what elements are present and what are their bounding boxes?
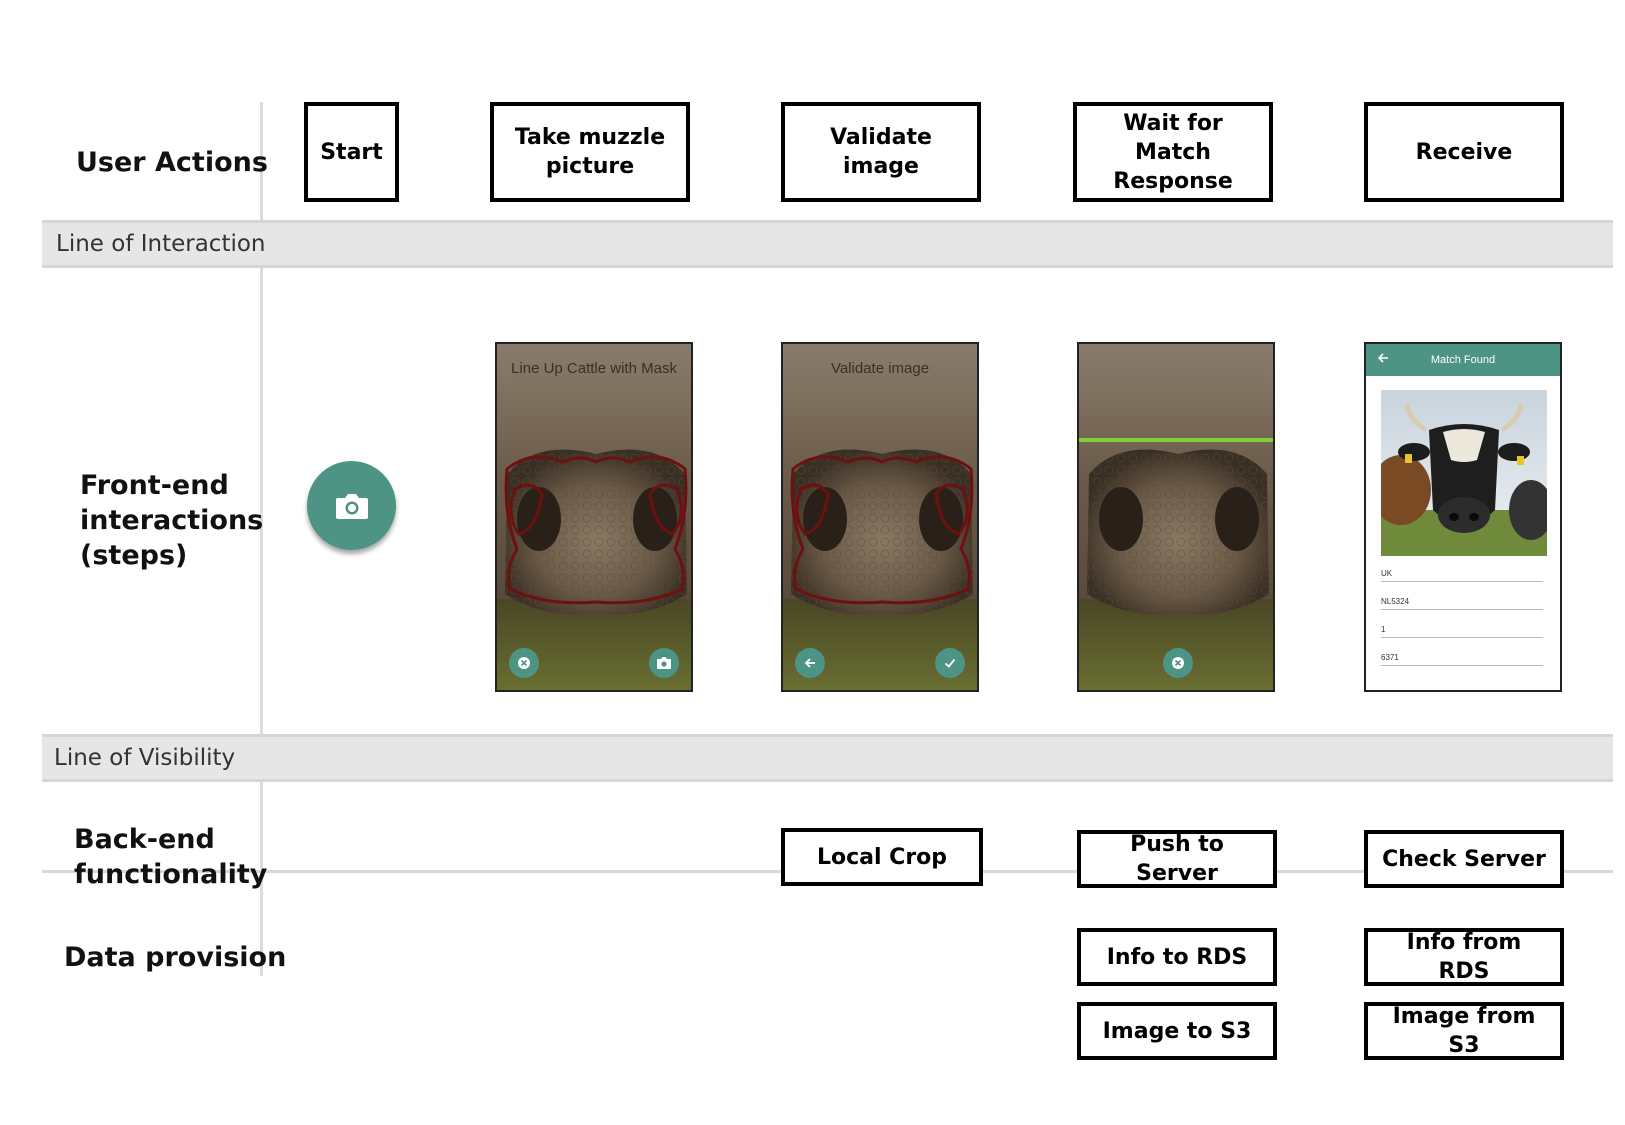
camera-icon [657, 657, 671, 669]
line-of-visibility-label: Line of Visibility [54, 745, 236, 771]
info-from-rds-box: Info from RDS [1364, 928, 1564, 986]
push-to-server-box: Push to Server [1077, 830, 1277, 888]
app-bar: Match Found [1366, 344, 1560, 376]
phone-title: Line Up Cattle with Mask [511, 360, 677, 377]
backend-label-line: Back-end [74, 824, 215, 855]
line-of-interaction-label: Line of Interaction [56, 231, 266, 257]
match-field: UK [1381, 569, 1543, 582]
match-field: NL5324 [1381, 597, 1543, 610]
column-divider [260, 780, 263, 874]
image-from-s3-box: Image from S3 [1364, 1002, 1564, 1060]
match-title: Match Found [1430, 354, 1496, 366]
camera-button[interactable] [307, 461, 396, 550]
column-divider [260, 876, 263, 976]
frontend-label-line: Front-end [80, 470, 229, 501]
info-to-rds-box: Info to RDS [1077, 928, 1277, 986]
cow-photo [1381, 390, 1547, 556]
capture-button[interactable] [649, 648, 679, 678]
confirm-button[interactable] [935, 648, 965, 678]
arrow-left-icon[interactable] [1376, 351, 1390, 365]
close-icon [518, 657, 530, 669]
muzzle-photo [783, 344, 977, 690]
cancel-button[interactable] [509, 648, 539, 678]
receive-box: Receive [1364, 102, 1564, 202]
local-crop-box: Local Crop [781, 828, 983, 886]
cancel-button[interactable] [1163, 648, 1193, 678]
image-to-s3-box: Image to S3 [1077, 1002, 1277, 1060]
column-divider [260, 102, 263, 222]
box-line: Wait for Match [1123, 110, 1223, 165]
phone-screen-match: Match Found UK NL5324 1 6371 [1364, 342, 1562, 692]
box-line: picture [545, 154, 635, 179]
match-field: 1 [1381, 625, 1543, 638]
take-picture-box: Take muzzle picture [490, 102, 690, 202]
box-line: Take muzzle [514, 125, 666, 150]
wait-match-box: Wait for Match Response [1073, 102, 1273, 202]
start-box: Start [304, 102, 399, 202]
phone-screen-scanning [1077, 342, 1275, 692]
camera-icon [335, 493, 368, 519]
validate-image-box: Validate image [781, 102, 981, 202]
close-icon [1172, 657, 1184, 669]
muzzle-photo [1079, 344, 1273, 690]
frontend-label-line: interactions [80, 505, 264, 536]
user-actions-label: User Actions [76, 147, 268, 178]
line-of-visibility-band: Line of Visibility [42, 734, 1613, 782]
phone-title: Validate image [830, 360, 930, 377]
frontend-label: Front-end interactions (steps) [80, 468, 263, 573]
box-line: Response [1113, 168, 1233, 194]
check-server-box: Check Server [1364, 830, 1564, 888]
arrow-left-icon [804, 658, 815, 668]
muzzle-photo [497, 344, 691, 690]
backend-label: Back-end functionality [74, 822, 267, 892]
phone-screen-validate: Validate image [781, 342, 979, 692]
phone-screen-capture: Line Up Cattle with Mask [495, 342, 693, 692]
frontend-label-line: (steps) [80, 540, 188, 571]
data-provision-label: Data provision [64, 942, 287, 973]
back-button[interactable] [795, 648, 825, 678]
column-divider [260, 267, 263, 735]
match-field: 6371 [1381, 653, 1543, 666]
backend-label-line: functionality [74, 859, 268, 890]
check-icon [944, 658, 956, 668]
line-of-interaction-band: Line of Interaction [42, 220, 1613, 268]
